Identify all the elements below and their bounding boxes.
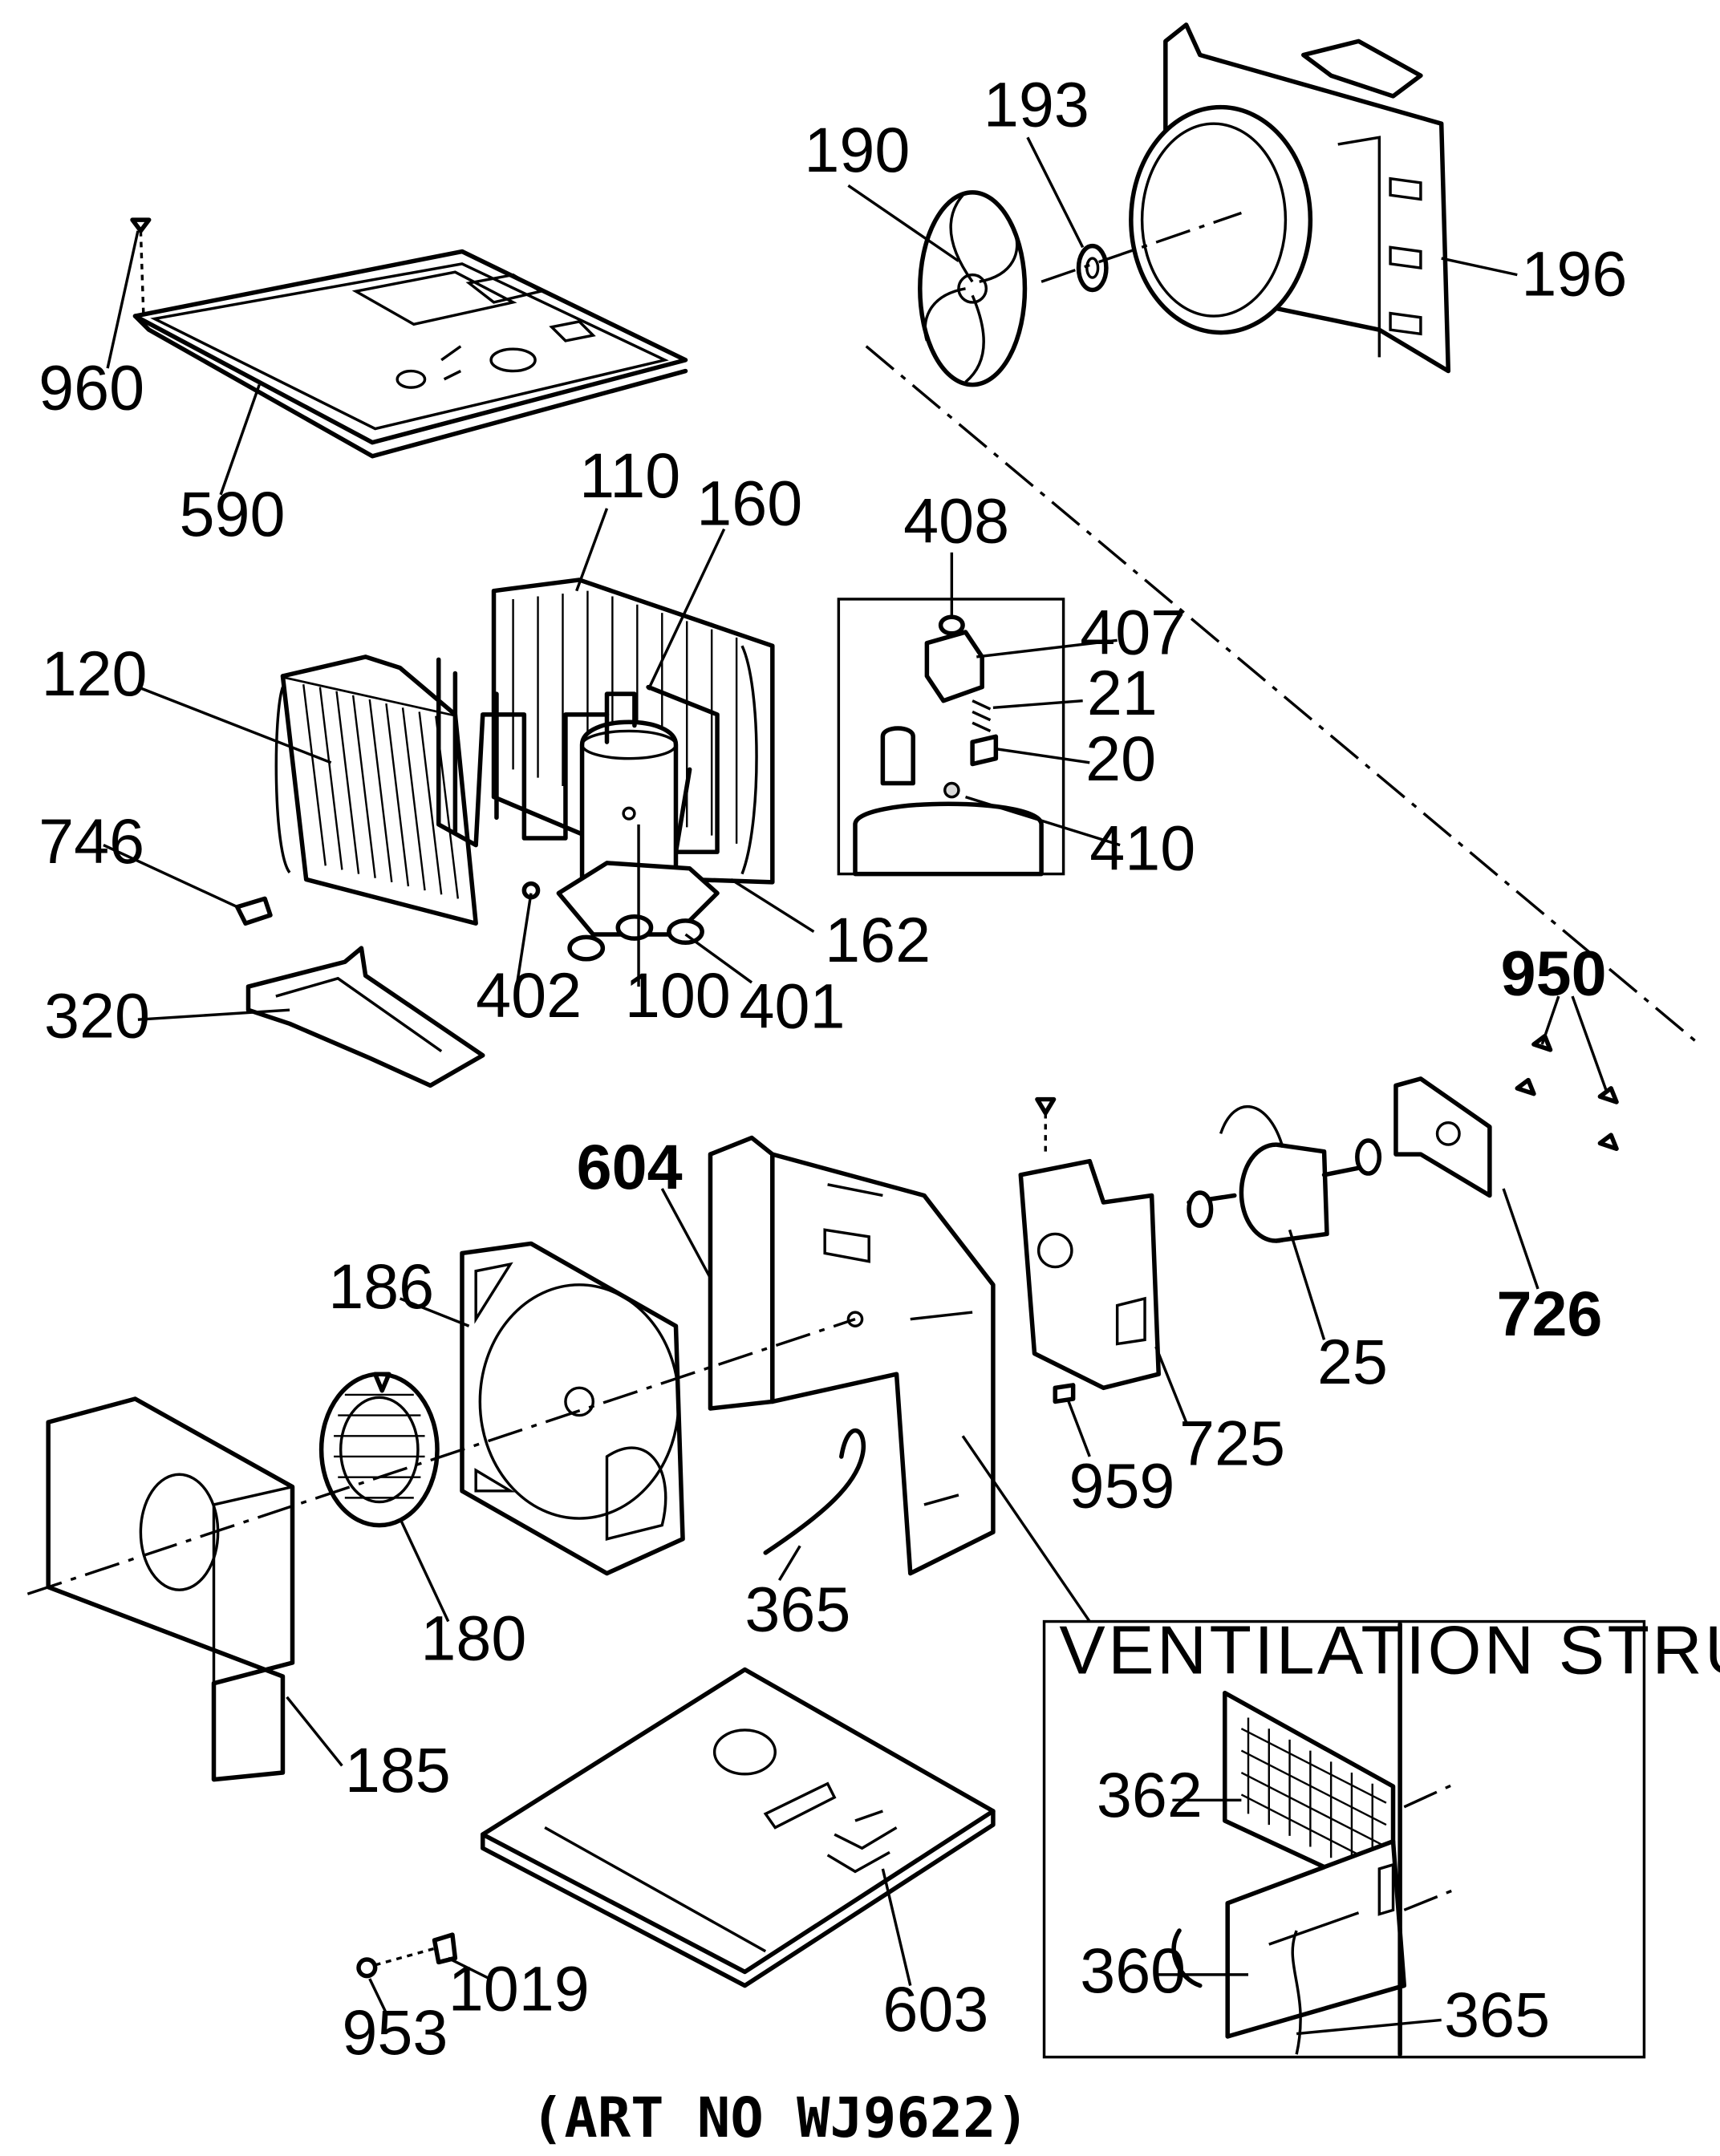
callout-953: 953 xyxy=(342,1997,448,2068)
inset-title: VENTILATION STRUCTURE xyxy=(1059,1612,1720,1689)
callout-110: 110 xyxy=(579,440,680,511)
callout-25: 25 xyxy=(1317,1327,1388,1397)
fan-hub-part xyxy=(1076,243,1109,293)
ventilation-structure-inset: VENTILATION STRUCTURE 362 360 365 xyxy=(1042,1612,1720,2059)
callout-401: 401 xyxy=(740,971,846,1042)
callout-365-inset: 365 xyxy=(1444,1980,1550,2050)
centerline-fan-to-hub xyxy=(1041,211,1242,283)
callout-402: 402 xyxy=(476,960,582,1031)
callout-746: 746 xyxy=(39,806,144,877)
fan-shroud-part xyxy=(1129,22,1451,374)
fan-blade-part xyxy=(918,190,1028,387)
callout-190: 190 xyxy=(804,115,910,185)
refrigerant-tubing-part xyxy=(436,657,720,854)
leader-lines xyxy=(103,136,1608,2014)
callout-960: 960 xyxy=(39,353,144,424)
callout-407: 407 xyxy=(1080,598,1186,668)
callout-410: 410 xyxy=(1089,813,1195,884)
screw-960 xyxy=(130,217,152,314)
condenser-coil-part xyxy=(274,654,478,926)
callout-365: 365 xyxy=(744,1574,850,1645)
callout-196: 196 xyxy=(1521,238,1627,309)
callout-160: 160 xyxy=(696,468,802,539)
compressor-grommets-part xyxy=(521,881,704,962)
callout-603: 603 xyxy=(882,1974,988,2045)
partition-panel-part xyxy=(708,1135,996,1576)
drain-pan-part xyxy=(245,946,485,1088)
air-deflector-part xyxy=(46,1396,295,1782)
callout-21: 21 xyxy=(1087,658,1158,728)
callout-959: 959 xyxy=(1069,1450,1174,1521)
wire-365-part xyxy=(763,1428,866,1555)
fan-motor-part xyxy=(1187,1104,1382,1243)
callout-604: 604 xyxy=(577,1132,683,1202)
motor-bracket-part xyxy=(1393,1034,1619,1198)
callout-180: 180 xyxy=(420,1603,526,1674)
screw-953-part xyxy=(356,1947,436,1979)
callout-162: 162 xyxy=(825,905,931,975)
callout-120: 120 xyxy=(42,638,148,709)
blower-wheel-part xyxy=(318,1372,440,1528)
base-pan-part xyxy=(481,1667,996,1988)
callout-590: 590 xyxy=(180,479,286,549)
callout-193: 193 xyxy=(984,70,1089,140)
top-cover-part xyxy=(132,249,688,459)
callout-725: 725 xyxy=(1179,1408,1285,1478)
compressor-part xyxy=(556,691,720,937)
terminal-detail-inset xyxy=(837,598,1065,877)
clip-746-part xyxy=(234,896,273,926)
callout-726: 726 xyxy=(1496,1279,1602,1349)
callout-186: 186 xyxy=(328,1251,434,1322)
callout-950: 950 xyxy=(1501,938,1607,1008)
callout-1019: 1019 xyxy=(448,1954,590,2024)
blower-housing-part xyxy=(460,1241,685,1576)
bracket-1019-part xyxy=(432,1932,458,1965)
art-number: (ART NO WJ9622) xyxy=(531,2086,1029,2150)
callout-360: 360 xyxy=(1080,1935,1186,2006)
centerline-blower xyxy=(26,1318,856,1595)
callout-100: 100 xyxy=(625,960,731,1031)
motor-mount-bracket-part xyxy=(1018,1096,1161,1391)
callout-320: 320 xyxy=(44,981,150,1052)
callout-408: 408 xyxy=(903,486,1009,557)
callout-362: 362 xyxy=(1097,1760,1203,1830)
callout-185: 185 xyxy=(345,1735,451,1805)
vent-mesh xyxy=(1240,1717,1387,1880)
screw-959-part xyxy=(1053,1383,1076,1404)
callout-20: 20 xyxy=(1085,723,1156,794)
